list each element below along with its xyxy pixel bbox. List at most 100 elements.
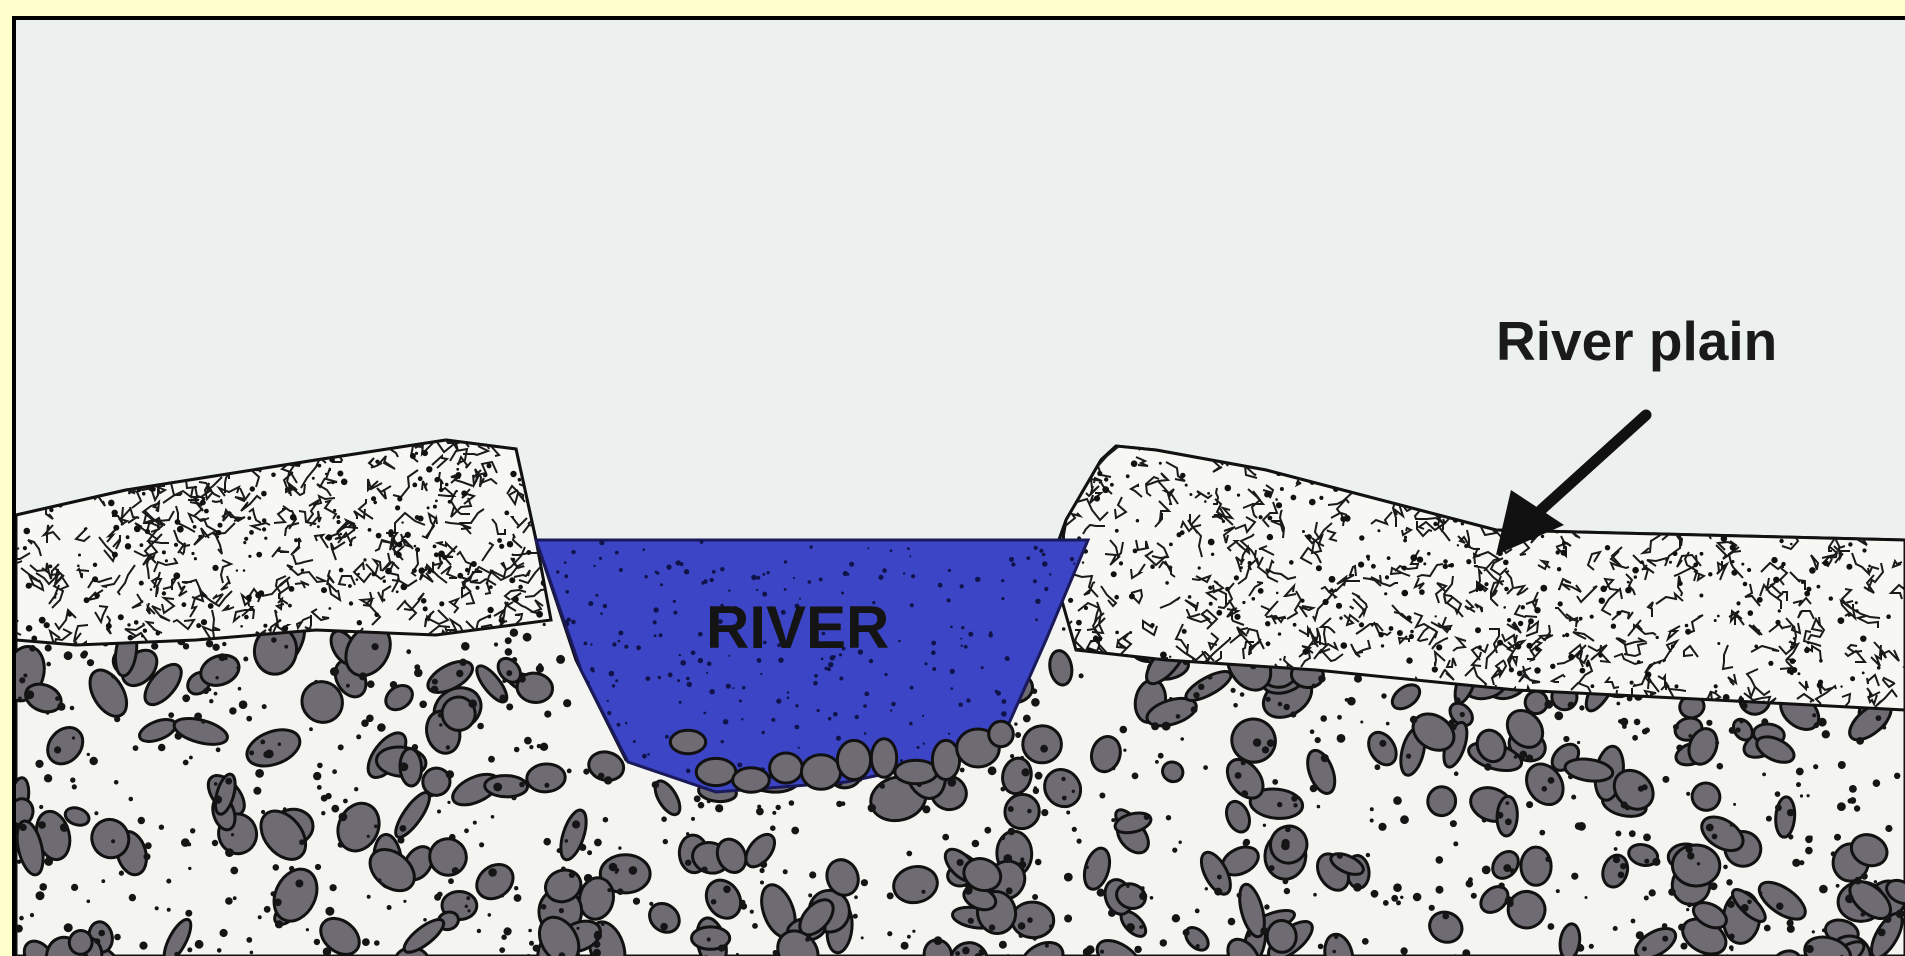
gravel-speck: [222, 642, 226, 646]
water-speck: [947, 598, 951, 602]
water-speck: [885, 673, 888, 676]
gravel-speck: [212, 644, 219, 651]
gravel-speck: [216, 747, 221, 752]
gravel-speck: [1894, 773, 1900, 779]
water-speck: [618, 631, 623, 636]
soil-texture-dot: [412, 483, 417, 488]
soil-texture-dot: [201, 619, 207, 625]
gravel-speck: [1032, 894, 1038, 900]
gravel-speck: [1132, 773, 1139, 780]
soil-texture-dot: [348, 584, 352, 588]
soil-texture-dot: [510, 471, 516, 477]
gravel-speck: [544, 711, 551, 718]
gravel-speck: [1247, 933, 1251, 937]
soil-texture-dot: [1600, 586, 1607, 593]
soil-texture-dot: [375, 460, 379, 464]
soil-texture-dot: [150, 486, 155, 491]
gravel-speck: [201, 720, 205, 724]
gravel-speck: [557, 848, 562, 853]
gravel-speck: [289, 866, 294, 871]
gravel-speck: [209, 699, 213, 703]
gravel-speck: [1040, 745, 1048, 753]
soil-texture-dot: [142, 492, 146, 496]
water-speck: [808, 580, 812, 584]
gravel-speck: [1812, 713, 1816, 717]
gravel-speck: [1548, 923, 1555, 930]
soil-texture-dot: [1817, 585, 1821, 589]
gravel-speck: [367, 835, 370, 838]
gravel-speck: [1442, 913, 1449, 920]
gravel-speck: [315, 864, 321, 870]
soil-texture-dot: [1406, 615, 1411, 620]
gravel-speck: [434, 894, 441, 901]
gravel-speck: [111, 839, 115, 843]
gravel-speck: [217, 948, 222, 953]
soil-texture-dot: [1809, 567, 1816, 574]
gravel-speck: [707, 799, 711, 803]
soil-texture-dot: [1605, 545, 1610, 550]
gravel-speck: [367, 895, 371, 899]
soil-texture-dot: [328, 607, 331, 610]
water-speck: [767, 571, 770, 574]
soil-texture-dot: [1723, 694, 1730, 701]
gravel-speck: [1162, 722, 1171, 731]
soil-texture-dot: [1450, 563, 1455, 568]
soil-texture-dot: [371, 466, 373, 468]
gravel-speck: [563, 699, 571, 707]
water-speck: [599, 540, 604, 545]
soil-texture-dot: [383, 580, 386, 583]
soil-texture-dot: [1427, 552, 1431, 556]
gravel-speck: [1453, 841, 1458, 846]
water-speck: [968, 632, 973, 637]
gravel-speck: [1160, 939, 1167, 946]
water-speck: [556, 570, 559, 573]
gravel-speck: [543, 623, 546, 626]
water-speck: [828, 662, 833, 667]
gravel-speck: [1662, 936, 1668, 942]
gravel-speck: [1064, 915, 1072, 923]
soil-texture-dot: [1461, 522, 1464, 525]
soil-texture-dot: [1150, 564, 1155, 569]
soil-texture-dot: [1504, 587, 1509, 592]
gravel-speck: [576, 927, 579, 930]
gravel-speck: [1370, 807, 1374, 811]
soil-texture-dot: [243, 569, 246, 572]
water-speck: [726, 684, 731, 689]
soil-texture-dot: [461, 490, 467, 496]
soil-texture-dot: [1515, 643, 1521, 649]
gravel-speck: [1729, 727, 1736, 734]
gravel-speck: [55, 696, 60, 701]
water-speck: [932, 667, 936, 671]
gravel-speck: [537, 744, 541, 748]
water-speck: [917, 746, 920, 749]
gravel-speck: [760, 881, 764, 885]
soil-texture-dot: [401, 521, 403, 523]
soil-texture-dot: [1359, 535, 1364, 540]
soil-texture-dot: [317, 525, 320, 528]
soil-texture-dot: [1565, 633, 1569, 637]
soil-texture-dot: [1627, 581, 1630, 584]
gravel-speck: [338, 744, 344, 750]
soil-texture-dot: [1534, 667, 1540, 673]
soil-texture-dot: [419, 567, 426, 574]
soil-texture-dot: [127, 623, 130, 626]
soil-texture-dot: [1225, 485, 1232, 492]
gravel-speck: [1269, 865, 1275, 871]
water-speck: [1039, 549, 1043, 553]
gravel-speck: [604, 776, 612, 784]
water-speck: [684, 569, 689, 574]
soil-texture-dot: [349, 543, 352, 546]
soil-texture-dot: [141, 635, 144, 638]
soil-texture-dot: [1102, 486, 1109, 493]
water-speck: [843, 571, 848, 576]
soil-texture-dot: [1160, 652, 1167, 659]
gravel-stone: [1426, 785, 1457, 817]
gravel-speck: [715, 804, 723, 812]
soil-texture-dot: [150, 588, 153, 591]
water-speck: [864, 692, 869, 697]
soil-texture-dot: [349, 601, 353, 605]
soil-texture-dot: [1625, 587, 1631, 593]
gravel-speck: [39, 883, 47, 891]
soil-texture-dot: [1743, 582, 1748, 587]
gravel-speck: [1014, 722, 1017, 725]
